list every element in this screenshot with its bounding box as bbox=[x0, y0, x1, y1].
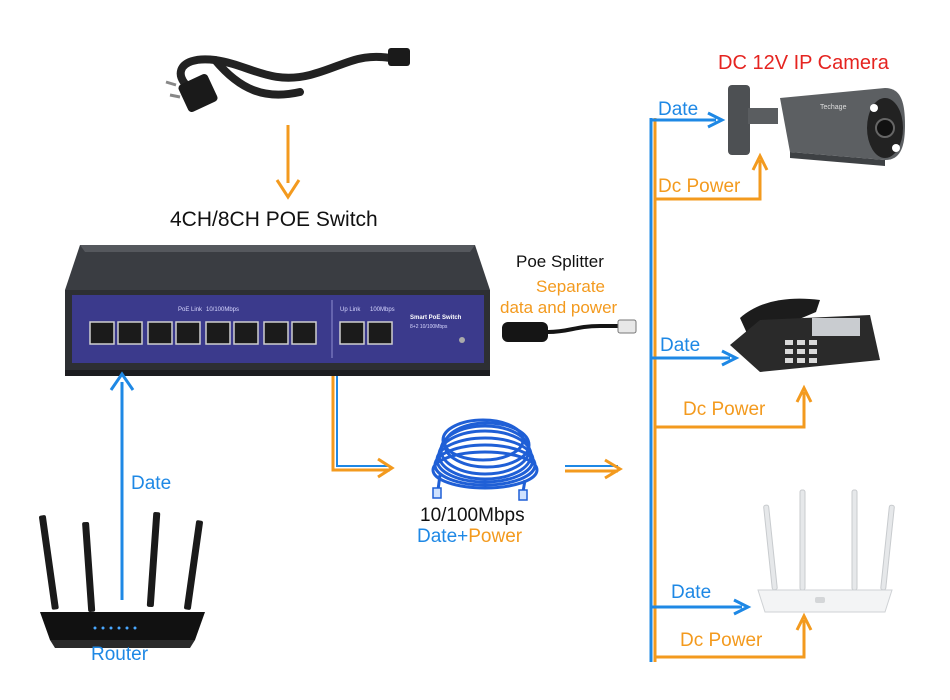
ethernet-cable-icon bbox=[431, 418, 539, 501]
phone-date-label: Date bbox=[660, 335, 701, 356]
ip-camera-icon bbox=[728, 85, 905, 166]
phone-power-label: Dc Power bbox=[683, 399, 766, 420]
camera-date-label: Date bbox=[658, 99, 699, 120]
power-cord-icon bbox=[165, 48, 410, 113]
switch-poe-link-label: PoE Link bbox=[178, 307, 203, 313]
cable-plus-text: + bbox=[457, 526, 469, 547]
telephone-icon bbox=[730, 298, 880, 372]
splitter-line2: data and power bbox=[500, 298, 618, 317]
ap-date-label: Date bbox=[671, 582, 712, 603]
camera-title: DC 12V IP Camera bbox=[718, 52, 889, 74]
switch-to-cable-arrow bbox=[331, 376, 395, 479]
camera-branch bbox=[651, 111, 769, 201]
cable-speed-label: 10/100Mbps bbox=[420, 505, 525, 526]
camera-power-label: Dc Power bbox=[658, 176, 741, 197]
switch-ports-poe bbox=[89, 321, 317, 345]
cord-down-arrow bbox=[275, 125, 301, 200]
switch-title: 4CH/8CH POE Switch bbox=[170, 208, 378, 231]
switch-model-label: 8+2 10/100Mbps bbox=[410, 324, 448, 330]
camera-brand: Techage bbox=[820, 104, 847, 111]
router-label: Router bbox=[91, 644, 149, 665]
cable-date-power-label: Date+Power bbox=[417, 526, 522, 548]
wireless-router-white-icon bbox=[757, 489, 895, 613]
switch-speed-label: 10/100Mbps bbox=[206, 307, 240, 313]
cable-power-text: Power bbox=[468, 526, 523, 547]
switch-uplink-label: Up Link bbox=[340, 307, 361, 313]
switch-brand-label: Smart PoE Switch bbox=[410, 315, 462, 321]
switch-ports-uplink bbox=[339, 321, 393, 345]
router-data-arrow bbox=[109, 371, 135, 600]
poe-switch bbox=[65, 245, 490, 376]
splitter-title: Poe Splitter bbox=[516, 252, 604, 271]
cable-date-text: Date bbox=[417, 526, 458, 547]
cable-to-devices-arrow bbox=[565, 458, 623, 480]
router-device bbox=[39, 512, 205, 648]
poe-splitter-icon bbox=[502, 319, 637, 342]
switch-uplink-speed-label: 100Mbps bbox=[370, 307, 395, 313]
phone-branch bbox=[651, 349, 813, 429]
ap-branch bbox=[651, 598, 813, 659]
distribution-bus bbox=[649, 118, 657, 662]
ap-power-label: Dc Power bbox=[680, 630, 763, 651]
router-data-label: Date bbox=[131, 473, 172, 494]
splitter-line1: Separate bbox=[536, 277, 605, 296]
